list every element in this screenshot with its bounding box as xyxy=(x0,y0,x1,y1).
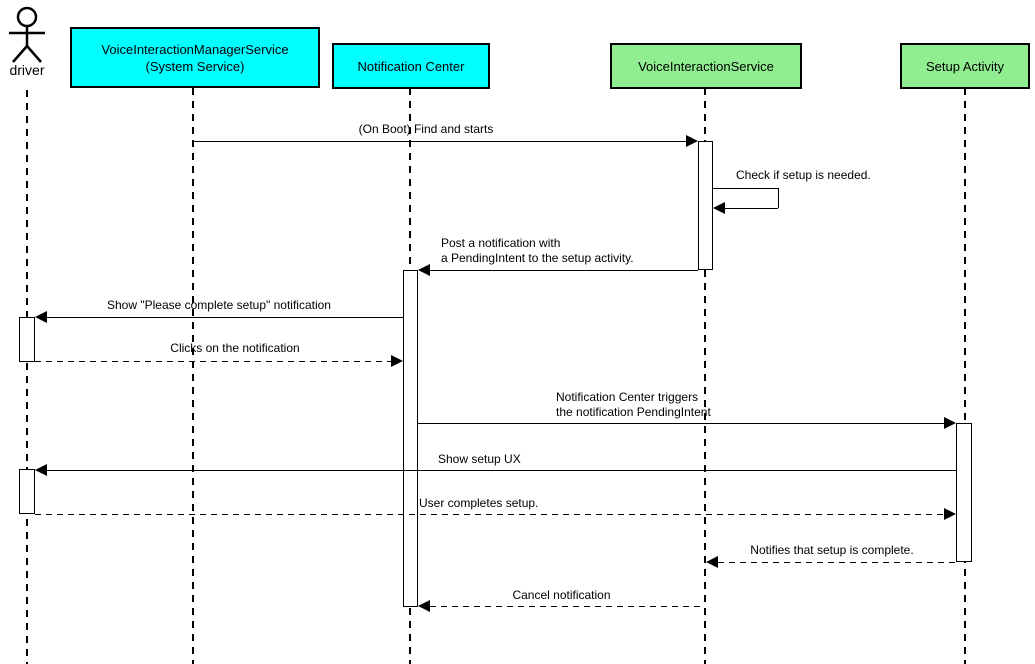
message-label: Clicks on the notification xyxy=(170,341,300,355)
arrowhead-icon xyxy=(418,264,430,276)
arrowhead-icon xyxy=(391,355,403,367)
participant-notification-center: Notification Center xyxy=(332,43,490,89)
message-label: User completes setup. xyxy=(419,496,539,510)
participant-label: (System Service) xyxy=(145,58,245,74)
message-label: Notification Center triggers xyxy=(556,390,699,404)
message-line xyxy=(718,562,956,563)
arrowhead-icon xyxy=(686,135,698,147)
arrowhead-icon xyxy=(35,464,47,476)
activation-notification-center xyxy=(403,270,418,607)
message-line xyxy=(194,141,686,142)
message-label: Show "Please complete setup" notificatio… xyxy=(107,298,331,312)
actor-label-driver: driver xyxy=(9,62,45,78)
message-line xyxy=(47,317,403,318)
activation-driver-1 xyxy=(19,317,35,362)
message-label: Post a notification with xyxy=(441,236,561,250)
activation-driver-2 xyxy=(19,469,35,514)
activation-voice-interaction-service xyxy=(698,141,713,270)
participant-setup-activity: Setup Activity xyxy=(900,43,1030,89)
message-line xyxy=(778,188,779,208)
participant-voice-interaction-service: VoiceInteractionService xyxy=(610,43,802,89)
message-line xyxy=(725,208,778,209)
message-label: (On Boot) Find and starts xyxy=(358,122,494,136)
message-label: Check if setup is needed. xyxy=(736,168,871,182)
arrowhead-icon xyxy=(944,417,956,429)
message-line xyxy=(430,606,705,607)
participant-voice-interaction-manager-service: VoiceInteractionManagerService (System S… xyxy=(70,27,320,88)
participant-label: Notification Center xyxy=(357,58,465,74)
arrowhead-icon xyxy=(706,556,718,568)
arrowhead-icon xyxy=(713,202,725,214)
message-label: Cancel notification xyxy=(512,588,611,602)
participant-label: VoiceInteractionService xyxy=(638,58,774,74)
arrowhead-icon xyxy=(418,600,430,612)
message-line xyxy=(713,188,778,189)
message-line xyxy=(47,470,956,471)
lifeline-voice-interaction-manager-service xyxy=(192,88,194,664)
lifeline-driver xyxy=(26,90,28,664)
message-line xyxy=(35,514,944,515)
lifeline-voice-interaction-service xyxy=(704,88,706,664)
message-label: Notifies that setup is complete. xyxy=(750,543,914,557)
message-label: Show setup UX xyxy=(438,452,521,466)
arrowhead-icon xyxy=(944,508,956,520)
participant-label: Setup Activity xyxy=(925,58,1005,74)
arrowhead-icon xyxy=(35,311,47,323)
person-icon xyxy=(9,6,45,63)
message-line xyxy=(418,423,946,424)
participant-label: VoiceInteractionManagerService xyxy=(101,41,289,57)
activation-setup-activity xyxy=(956,423,972,562)
lifeline-setup-activity xyxy=(964,88,966,664)
message-line xyxy=(430,270,698,271)
message-line xyxy=(35,361,391,362)
message-label: the notification PendingIntent xyxy=(556,405,711,419)
message-label: a PendingIntent to the setup activity. xyxy=(441,251,634,265)
